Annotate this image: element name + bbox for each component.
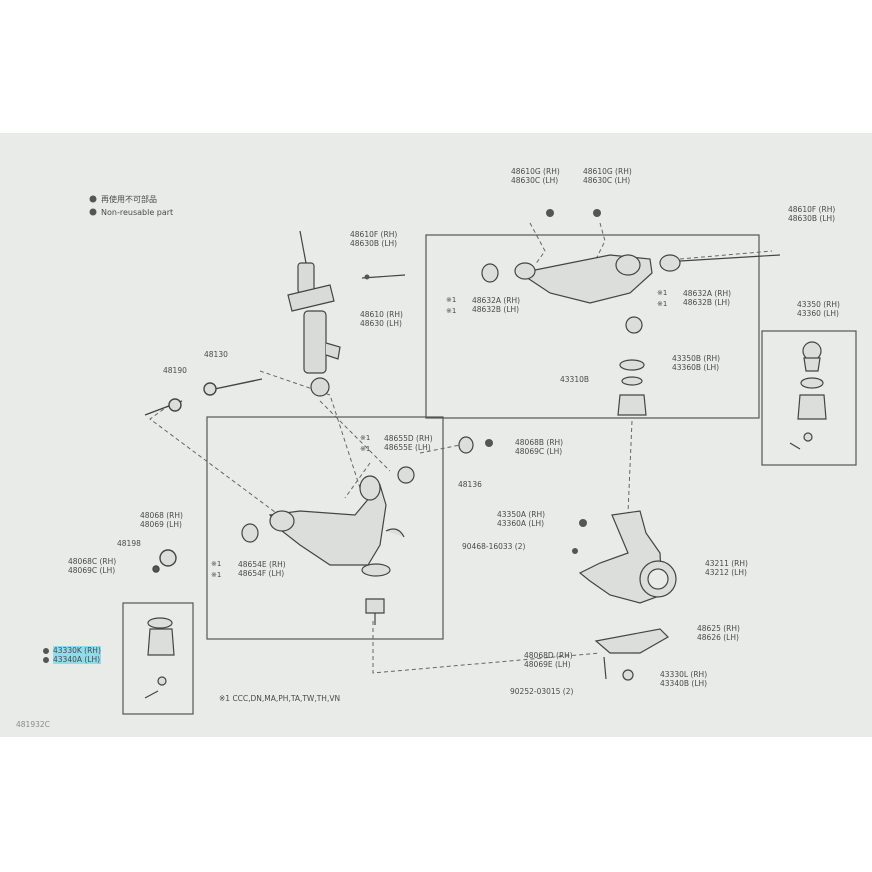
- label-48068b: 48068B (RH)48069C (LH): [515, 438, 564, 456]
- label-43350: 43350 (RH)43360 (LH): [797, 300, 840, 318]
- shock-absorber: [287, 230, 341, 397]
- upper-arm-group-box: [425, 234, 760, 419]
- lower-control-arm: [241, 436, 474, 625]
- label-48655: 48655D (RH)48655E (LH): [384, 434, 433, 452]
- star-marker: ※1: [360, 434, 371, 442]
- label-48632-left: 48632A (RH)48632B (LH): [472, 296, 521, 314]
- label-48610f-left: 48610F (RH)48630B (LH): [350, 230, 398, 248]
- label-43211: 43211 (RH)43212 (LH): [705, 559, 748, 577]
- label-90252: 90252-03015 (2): [510, 687, 574, 696]
- camber-bolts: [144, 378, 263, 573]
- lower-arm-group-box: [206, 416, 444, 640]
- lower-ball-joint-box: [122, 602, 194, 715]
- label-48632-right: 48632A (RH)48632B (LH): [683, 289, 732, 307]
- label-48654: 48654E (RH)48654F (LH): [238, 560, 286, 578]
- label-48610g: 48610G (RH)48630C (LH): [511, 167, 560, 185]
- star-marker: ※1: [657, 289, 668, 297]
- star-marker: ※1: [446, 307, 457, 315]
- label-48190: 48190: [163, 366, 187, 375]
- upper-control-arm: [361, 254, 781, 334]
- label-48625: 48625 (RH)48626 (LH): [697, 624, 740, 642]
- non-reusable-dot: [43, 648, 49, 654]
- label-48068: 48068 (RH)48069 (LH): [140, 511, 183, 529]
- star-marker: ※1: [657, 300, 668, 308]
- suspension-exploded-drawing: [89, 195, 857, 715]
- label-48198: 48198: [117, 539, 141, 548]
- star-marker: ※1: [360, 445, 371, 453]
- label-48130: 48130: [204, 350, 228, 359]
- star-marker: ※1: [446, 296, 457, 304]
- label-43330: 43330L (RH)43340B (LH): [660, 670, 708, 688]
- label-43350a: 43350A (RH)43360A (LH): [497, 510, 546, 528]
- upper-ball-joint-stack: [617, 359, 647, 416]
- star-marker: ※1: [211, 571, 222, 579]
- label-48610f-right: 48610F (RH)48630B (LH): [788, 205, 836, 223]
- label-48068c: 48068C (RH)48069C (LH): [68, 557, 117, 575]
- label-43350b: 43350B (RH)43360B (LH): [672, 354, 721, 372]
- figure-code: 481932C: [16, 720, 50, 729]
- star-marker: ※1: [211, 560, 222, 568]
- label-48136: 48136: [458, 480, 482, 489]
- lower-ball-joint-parts: [144, 617, 175, 699]
- label-48068d: 48068D (RH)48069E (LH): [524, 651, 573, 669]
- legend-line-1: 再使用不可部品: [101, 195, 157, 204]
- diagram-sheet: [0, 133, 872, 737]
- steering-knuckle: [578, 510, 677, 681]
- non-reusable-markers: [89, 195, 601, 554]
- upper-ball-joint-parts: [789, 341, 827, 450]
- label-43330k-highlighted: 43330K (RH)43340A (LH): [53, 646, 101, 664]
- label-43310: 43310B: [560, 375, 590, 384]
- label-48610g-2: 48610G (RH)48630C (LH): [583, 167, 632, 185]
- footnote: ※1 CCC,DN,MA,PH,TA,TW,TH,VN: [219, 694, 341, 703]
- legend-line-2: Non-reusable part: [101, 208, 174, 217]
- non-reusable-dot: [43, 657, 49, 663]
- label-90468: 90468-16033 (2): [462, 542, 526, 551]
- label-48610: 48610 (RH)48630 (LH): [360, 310, 403, 328]
- upper-ball-joint-box: [761, 330, 857, 466]
